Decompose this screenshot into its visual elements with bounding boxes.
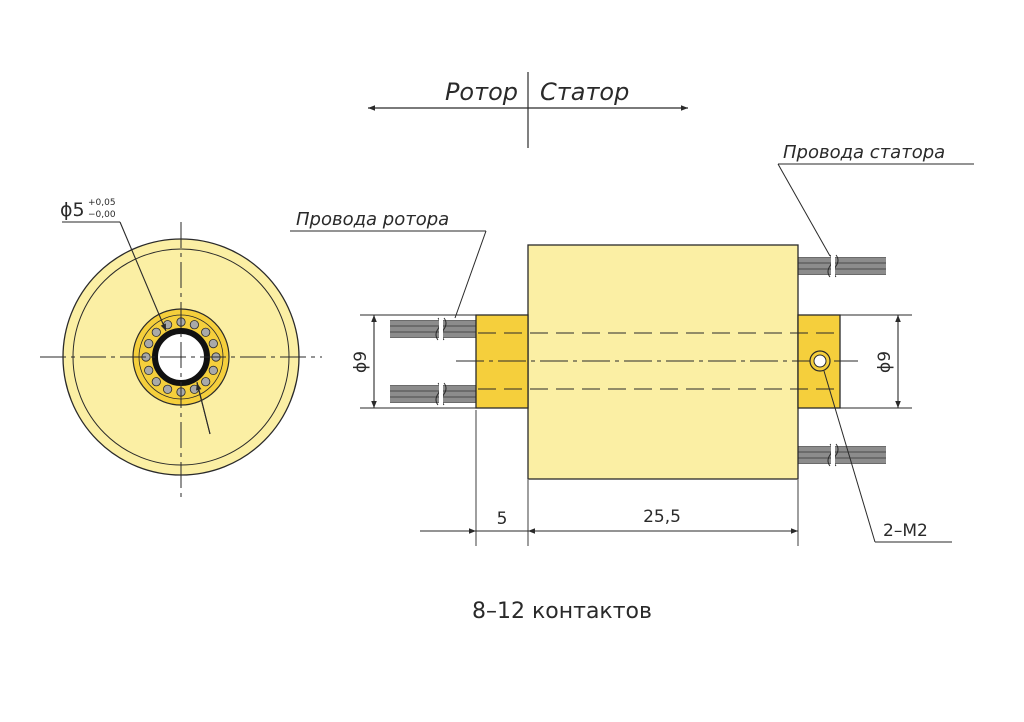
bore-diameter-label: ϕ5 [60, 199, 85, 221]
bore-tolerance-upper: +0,05 [88, 198, 116, 208]
mount-thread-label: 2–M2 [883, 521, 928, 541]
right-hub-diameter-label: ϕ9 [875, 351, 895, 373]
contact-pin [144, 338, 154, 349]
stator-body [527, 244, 799, 480]
contact-pin [208, 338, 218, 349]
wire-bundle [798, 443, 886, 467]
contact-pin [151, 377, 161, 387]
stator-wires [798, 254, 886, 467]
body-length-label: 25,5 [643, 507, 681, 527]
rotor-wires [390, 317, 478, 406]
stator-wires-label: Провода статора [783, 142, 945, 163]
contacts-caption: 8–12 контактов [472, 599, 652, 624]
end-view: ϕ5 +0,05 −0,00 [40, 198, 322, 502]
contact-pin [201, 327, 211, 337]
contact-pin [163, 384, 173, 394]
wire-bundle [798, 254, 886, 278]
contact-pin [144, 365, 154, 375]
contact-pin [201, 377, 211, 387]
stator-label: Статор [540, 78, 629, 106]
contact-pin [151, 327, 161, 337]
bore-tolerance-lower: −0,00 [88, 210, 116, 220]
rotor-wires-label: Провода ротора [296, 209, 449, 230]
contact-pin [208, 365, 218, 375]
contact-pin [189, 320, 199, 330]
left-hub-diameter-label: ϕ9 [351, 351, 371, 373]
side-view: ϕ9 ϕ9 5 25,5 2–M2 Провода ротора Провода… [290, 142, 974, 546]
rotor-stator-header: Ротор Статор [368, 72, 688, 148]
wire-bundle [390, 382, 478, 406]
wire-bundle [390, 317, 478, 341]
rotor-label: Ротор [445, 78, 518, 106]
hub-length-label: 5 [497, 509, 508, 529]
